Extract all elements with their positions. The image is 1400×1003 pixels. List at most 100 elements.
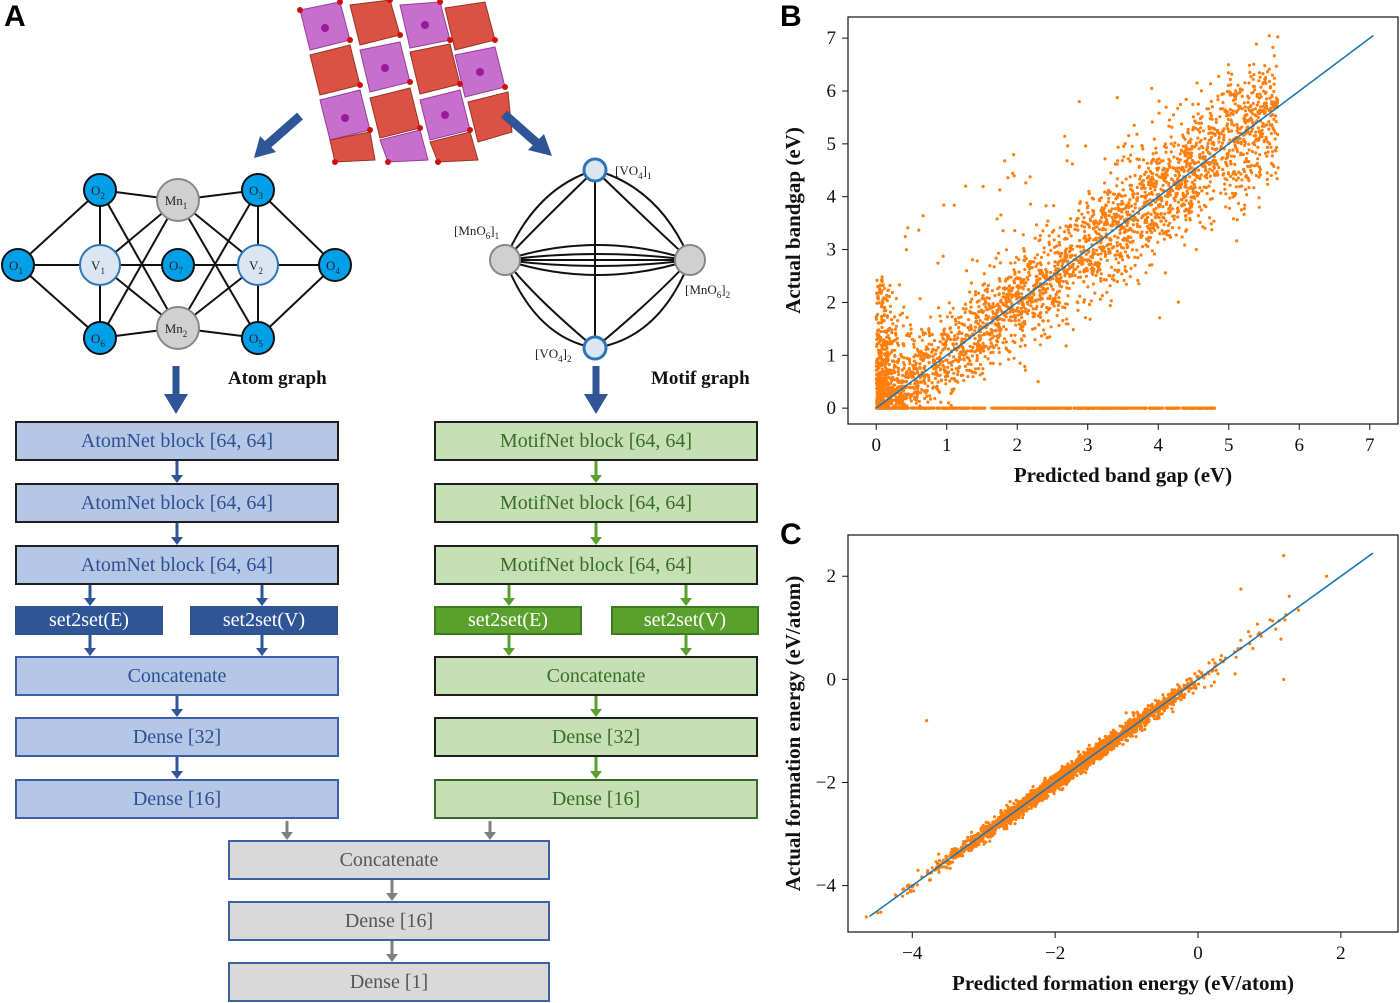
- scatter-point: [996, 322, 1001, 326]
- scatter-point: [1020, 300, 1024, 304]
- scatter-point: [1168, 203, 1172, 207]
- scatter-point: [1226, 127, 1230, 131]
- scatter-point: [1128, 240, 1132, 244]
- scatter-point: [918, 380, 922, 384]
- scatter-point: [1189, 199, 1193, 203]
- scatter-point: [915, 394, 919, 399]
- scatter-point: [884, 379, 888, 383]
- scatter-point: [1160, 229, 1164, 233]
- scatter-point: [893, 363, 897, 367]
- scatter-point: [992, 406, 996, 410]
- scatter-point: [1070, 263, 1074, 267]
- scatter-point: [876, 312, 880, 316]
- scatter-point: [1115, 96, 1119, 100]
- scatter-point: [1101, 210, 1105, 214]
- scatter-point: [1094, 219, 1098, 223]
- scatter-point: [969, 349, 973, 353]
- scatter-point: [1056, 303, 1060, 308]
- scatter-point: [964, 269, 969, 273]
- scatter-point: [1007, 318, 1011, 322]
- scatter-point: [1057, 281, 1061, 286]
- scatter-point: [880, 321, 884, 325]
- scatter-point: [1023, 368, 1027, 372]
- scatter-point: [1146, 180, 1151, 184]
- scatter-point: [1038, 234, 1042, 238]
- scatter-point: [1068, 223, 1072, 227]
- scatter-point: [1261, 104, 1265, 108]
- atomnet-block-1: AtomNet block [64, 64]: [15, 421, 339, 461]
- scatter-point: [1088, 317, 1092, 321]
- flow-arrow: [256, 635, 268, 656]
- scatter-point: [1265, 177, 1269, 182]
- scatter-point: [1046, 253, 1050, 257]
- scatter-point: [1076, 265, 1080, 269]
- scatter-point: [1120, 210, 1124, 214]
- scatter-point: [1044, 204, 1048, 208]
- scatter-point: [1109, 242, 1113, 246]
- scatter-point: [1187, 201, 1191, 205]
- scatter-point: [1223, 177, 1227, 181]
- scatter-point: [1123, 142, 1127, 146]
- scatter-point: [951, 306, 955, 310]
- scatter-point: [1102, 278, 1106, 282]
- scatter-point: [1127, 134, 1131, 138]
- scatter-point: [987, 296, 992, 300]
- scatter-point: [1189, 686, 1193, 691]
- scatter-point: [887, 376, 891, 380]
- scatter-point: [984, 313, 988, 318]
- scatter-point: [1082, 236, 1086, 240]
- scatter-point: [1228, 138, 1232, 142]
- scatter-point: [1263, 151, 1268, 155]
- atom-concatenate: Concatenate: [15, 656, 339, 696]
- scatter-point: [1105, 290, 1109, 294]
- scatter-point: [1097, 232, 1101, 236]
- scatter-point: [1258, 153, 1262, 157]
- scatter-point: [1021, 816, 1025, 820]
- scatter-point: [1254, 173, 1258, 178]
- scatter-point: [1129, 406, 1133, 410]
- scatter-point: [1063, 134, 1067, 138]
- scatter-point: [877, 333, 881, 337]
- scatter-point: [1110, 207, 1114, 211]
- scatter-point: [1271, 150, 1275, 154]
- flow-arrow: [590, 757, 602, 779]
- scatter-point: [1117, 214, 1121, 218]
- scatter-point: [1057, 323, 1061, 328]
- scatter-point: [1015, 297, 1019, 301]
- scatter-point: [941, 360, 945, 364]
- scatter-point: [988, 331, 992, 336]
- scatter-point: [1131, 209, 1135, 213]
- scatter-point: [1266, 150, 1270, 154]
- scatter-point: [911, 385, 915, 390]
- scatter-point: [902, 361, 906, 365]
- scatter-point: [1006, 176, 1010, 180]
- scatter-point: [1041, 274, 1045, 278]
- scatter-point: [1002, 406, 1006, 410]
- scatter-point: [903, 363, 907, 367]
- scatter-point: [888, 304, 892, 308]
- scatter-point: [1169, 142, 1173, 146]
- scatter-point: [1157, 205, 1161, 209]
- atom-node-o2: O2: [83, 173, 117, 207]
- scatter-point: [1021, 278, 1025, 282]
- scatter-point: [1026, 312, 1030, 316]
- scatter-point: [1143, 190, 1147, 194]
- scatter-point: [1067, 231, 1071, 235]
- scatter-point: [1205, 176, 1209, 180]
- scatter-point: [945, 371, 950, 375]
- scatter-point: [985, 330, 989, 334]
- scatter-point: [1140, 187, 1144, 191]
- scatter-point: [1260, 128, 1264, 132]
- scatter-point: [1014, 323, 1018, 327]
- scatter-point: [927, 331, 931, 335]
- scatter-point: [1191, 128, 1195, 132]
- scatter-point: [1147, 174, 1151, 178]
- scatter-point: [963, 364, 967, 368]
- scatter-point: [1071, 328, 1075, 332]
- scatter-point: [973, 312, 977, 316]
- scatter-point: [978, 319, 982, 323]
- scatter-point: [1007, 298, 1012, 302]
- scatter-point: [1179, 698, 1183, 702]
- flow-arrow: [171, 461, 183, 483]
- scatter-point: [995, 217, 999, 221]
